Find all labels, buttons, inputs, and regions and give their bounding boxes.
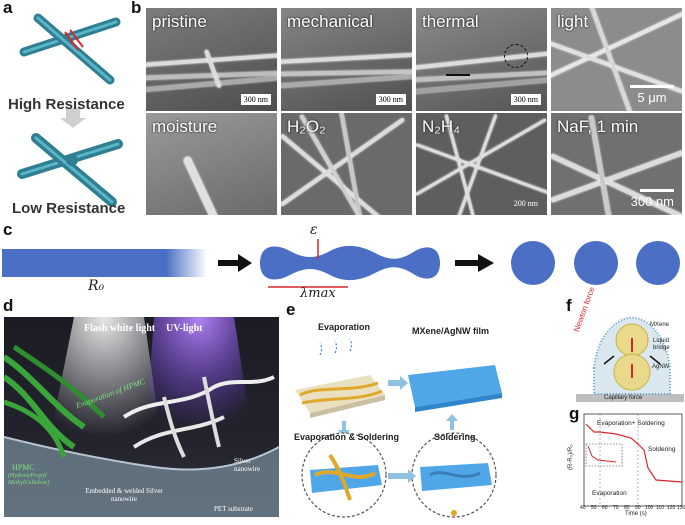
sem-tile-thermal: thermal 300 nm [416,8,547,111]
sem-tile-h2o2: H₂O₂ [281,113,412,215]
x-axis-label: Time (s) [625,511,647,517]
flash-welding-illustration: Flash white light UV-light Evaporation o… [4,317,279,517]
arrow-icon [446,74,470,76]
panel-g-label: g [569,404,580,423]
high-resistance-caption: High Resistance [8,96,125,113]
scale-bar: 300 nm [375,94,406,105]
sem-tile-mechanical: mechanical 300 nm [281,8,412,111]
sem-label: NaF, 1 min [557,117,639,136]
panel-e-label: e [286,300,296,319]
sem-tile-pristine: pristine 300 nm [146,8,277,111]
highlight-circle [504,44,528,68]
panel-a-label: a [3,0,13,17]
x-tick: 50 [591,505,597,511]
agnw-label: AgNW [652,364,670,370]
sem-label: pristine [152,12,207,31]
x-tick-labels: 40 50 60 70 80 90 100 110 120 130 [580,505,685,513]
x-tick: 90 [635,505,641,511]
resistance-time-plot [583,413,683,507]
soldering-title: Soldering [434,432,476,442]
rayleigh-instability-diagram [2,239,680,288]
r0-label: R₀ [88,278,105,294]
x-tick: 100 [645,505,654,511]
y-axis-label: (R-R₀)/R₀ [568,444,574,470]
low-resistance-caption: Low Resistance [12,200,126,217]
scale-bar: 300 nm [510,94,541,105]
scale-bar: 5 μm [630,85,674,105]
panel-b-label: b [131,0,142,17]
evap-solder-title: Evaporation & Soldering [294,432,400,442]
embedded-welded-label: Embedded & welded Silver nanowire [85,487,163,503]
scale-bar: 300 nm [631,189,674,209]
x-tick: 60 [602,505,608,511]
uv-light-label: UV-light [166,323,203,334]
annotation-evaporation: Evaporation [592,490,627,497]
pet-substrate-label: PET substrate [214,505,253,513]
x-tick: 70 [613,505,619,511]
flash-light-label: Flash white light [84,323,156,334]
sem-tile-naf: NaF, 1 min 300 nm [551,113,682,215]
sem-tile-light: light 5 μm [551,8,682,111]
sem-tile-moisture: moisture [146,113,277,215]
liquid-bridge-label: Liquid bridge [653,338,670,351]
liquid-bridge-diagram [576,316,684,402]
annotation-soldering: Soldering [648,446,676,453]
epsilon-label: ε [310,222,318,238]
sem-label: N₂H₄ [422,117,461,136]
silver-nanowire-label: Silver nanowire [234,457,261,473]
sem-label: mechanical [287,12,373,31]
panel-d-label: d [3,296,14,315]
panel-f-label: f [566,296,572,315]
hpmc-label: HPMC [12,463,35,472]
scale-bar: 200 nm [513,199,538,208]
nanowire-junction-diagram [17,13,123,207]
x-tick: 80 [624,505,630,511]
x-tick: 120 [667,505,676,511]
annotation-evap-solder: Evaporation+ Soldering [597,420,665,427]
sem-label: light [557,12,589,31]
sem-label: moisture [152,117,218,136]
capillary-force-label: Capillary force [604,395,643,401]
mxene-label: MXene [650,322,670,328]
x-tick: 130 [677,505,685,511]
sem-label: H₂O₂ [287,117,326,136]
sem-label: thermal [422,12,479,31]
x-tick: 40 [580,505,586,511]
mxene-agnw-process-illustration [295,338,502,518]
scale-bar: 300 nm [240,94,271,105]
x-tick: 110 [656,505,664,511]
evaporation-title: Evaporation [318,322,371,332]
sem-tile-n2h4: N₂H₄ 200 nm [416,113,547,215]
lambda-max-label: λmax [300,286,336,301]
film-title: MXene/AgNW film [412,326,490,336]
hpmc-full-name: (HydroxyPropyl MethylCellulose) [8,473,50,486]
panel-c-label: c [3,220,13,239]
